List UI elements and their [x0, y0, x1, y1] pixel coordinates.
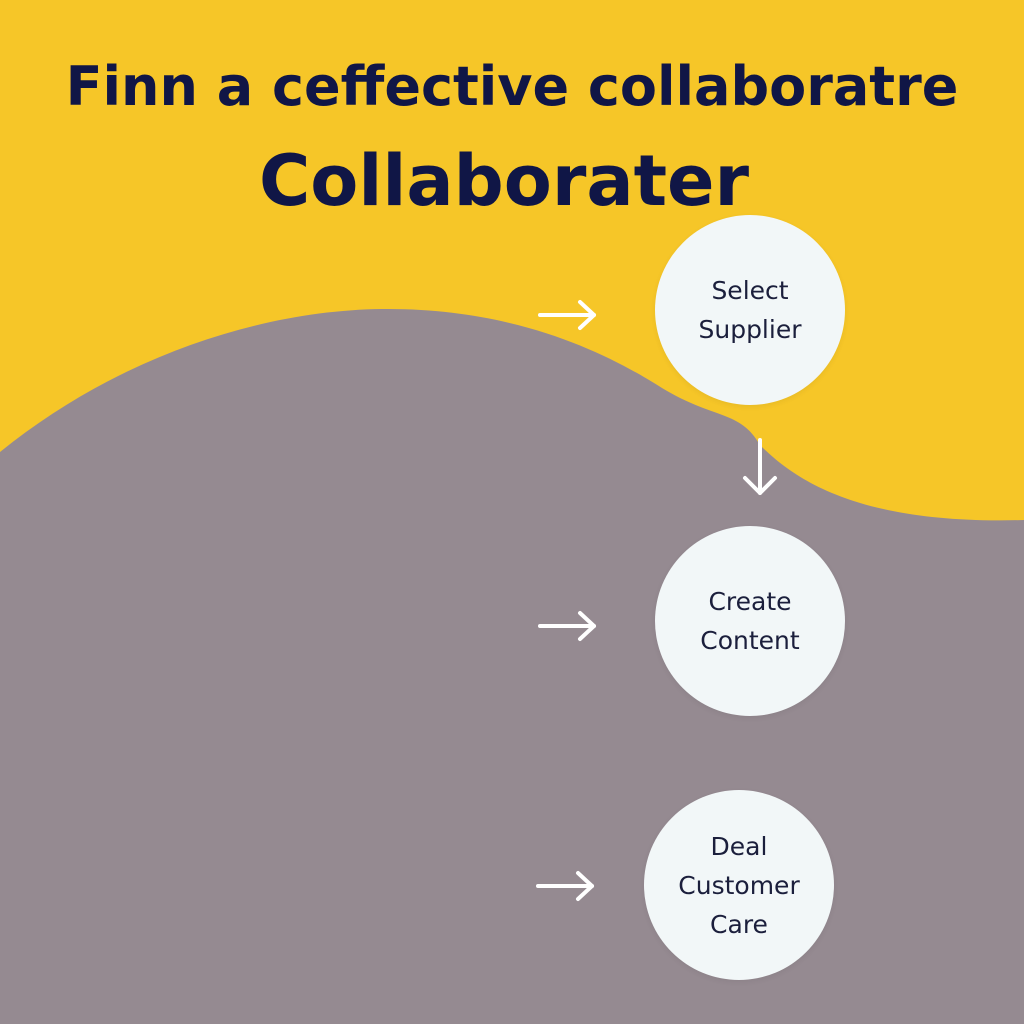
page-title-line-2: Collaborater [258, 140, 750, 222]
arrow-right-icon [538, 611, 596, 641]
step-label-line: Customer [678, 870, 800, 900]
step-label-line: Deal [710, 831, 768, 861]
step-label-line: Create [708, 587, 792, 616]
step-node-select-supplier: Select Supplier [655, 215, 845, 405]
step-label-line: Care [710, 909, 768, 939]
step-node-deal-customer-care: Deal Customer Care [644, 790, 834, 980]
step-node-create-content: Create Content [655, 526, 845, 716]
arrow-right-icon [538, 300, 596, 330]
step-label-line: Select [711, 276, 789, 305]
step-label-line: Supplier [698, 315, 802, 344]
page-title-line-1: Finn a ceffective collaboratre [65, 55, 959, 118]
arrow-right-icon [536, 871, 594, 901]
step-label-line: Content [700, 626, 800, 655]
arrow-down-icon [743, 438, 777, 495]
